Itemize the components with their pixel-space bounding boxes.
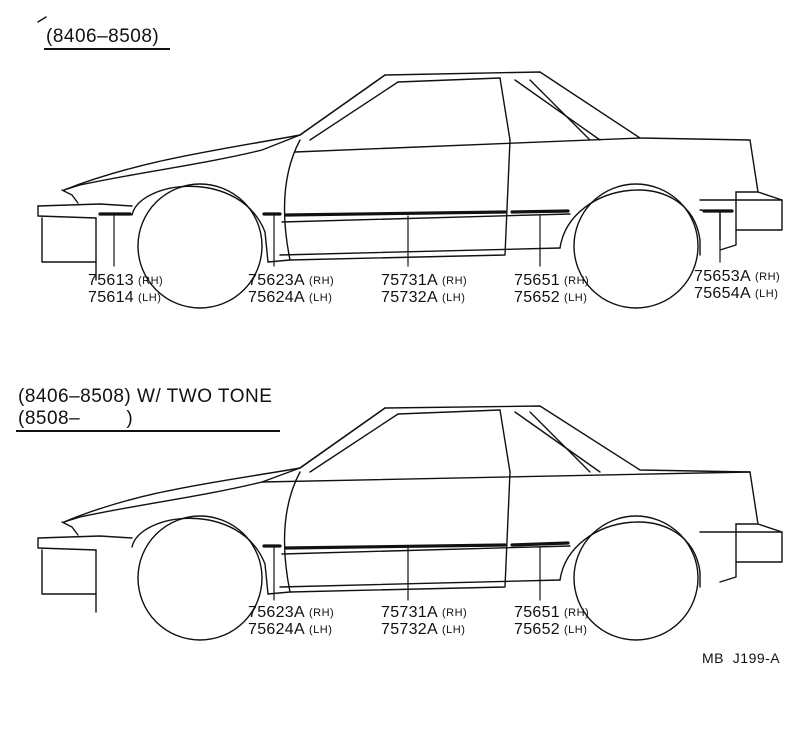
- part-label-75732A: 75732A(LH): [381, 289, 466, 306]
- part-label-75624A-2: 75624A(LH): [248, 621, 333, 638]
- diagram2-header-line2: (8508– ): [18, 408, 134, 429]
- diagram1-header-underline: [44, 48, 170, 50]
- diagram2-header-line1: (8406–8508) W/ TWO TONE: [18, 386, 273, 407]
- part-label-75732A-2: 75732A(LH): [381, 621, 466, 638]
- part-label-75653A: 75653A(RH): [694, 268, 781, 285]
- diagram2-header-underline: [16, 430, 280, 432]
- part-label-75624A: 75624A(LH): [248, 289, 333, 306]
- part-label-75614: 75614(LH): [88, 289, 162, 306]
- part-label-75623A-2: 75623A(RH): [248, 604, 335, 621]
- part-label-75731A: 75731A(RH): [381, 272, 468, 289]
- car-side-view-1: [37, 16, 783, 309]
- footer-code: MB J199-A: [702, 650, 781, 666]
- part-label-75654A: 75654A(LH): [694, 285, 779, 302]
- diagram1-header: (8406–8508): [46, 26, 160, 47]
- part-label-75651-2: 75651(RH): [514, 604, 590, 621]
- part-label-75651: 75651(RH): [514, 272, 590, 289]
- part-label-75652-2: 75652(LH): [514, 621, 588, 638]
- part-label-75731A-2: 75731A(RH): [381, 604, 468, 621]
- part-label-75623A: 75623A(RH): [248, 272, 335, 289]
- part-label-75652: 75652(LH): [514, 289, 588, 306]
- part-label-75613: 75613(RH): [88, 272, 164, 289]
